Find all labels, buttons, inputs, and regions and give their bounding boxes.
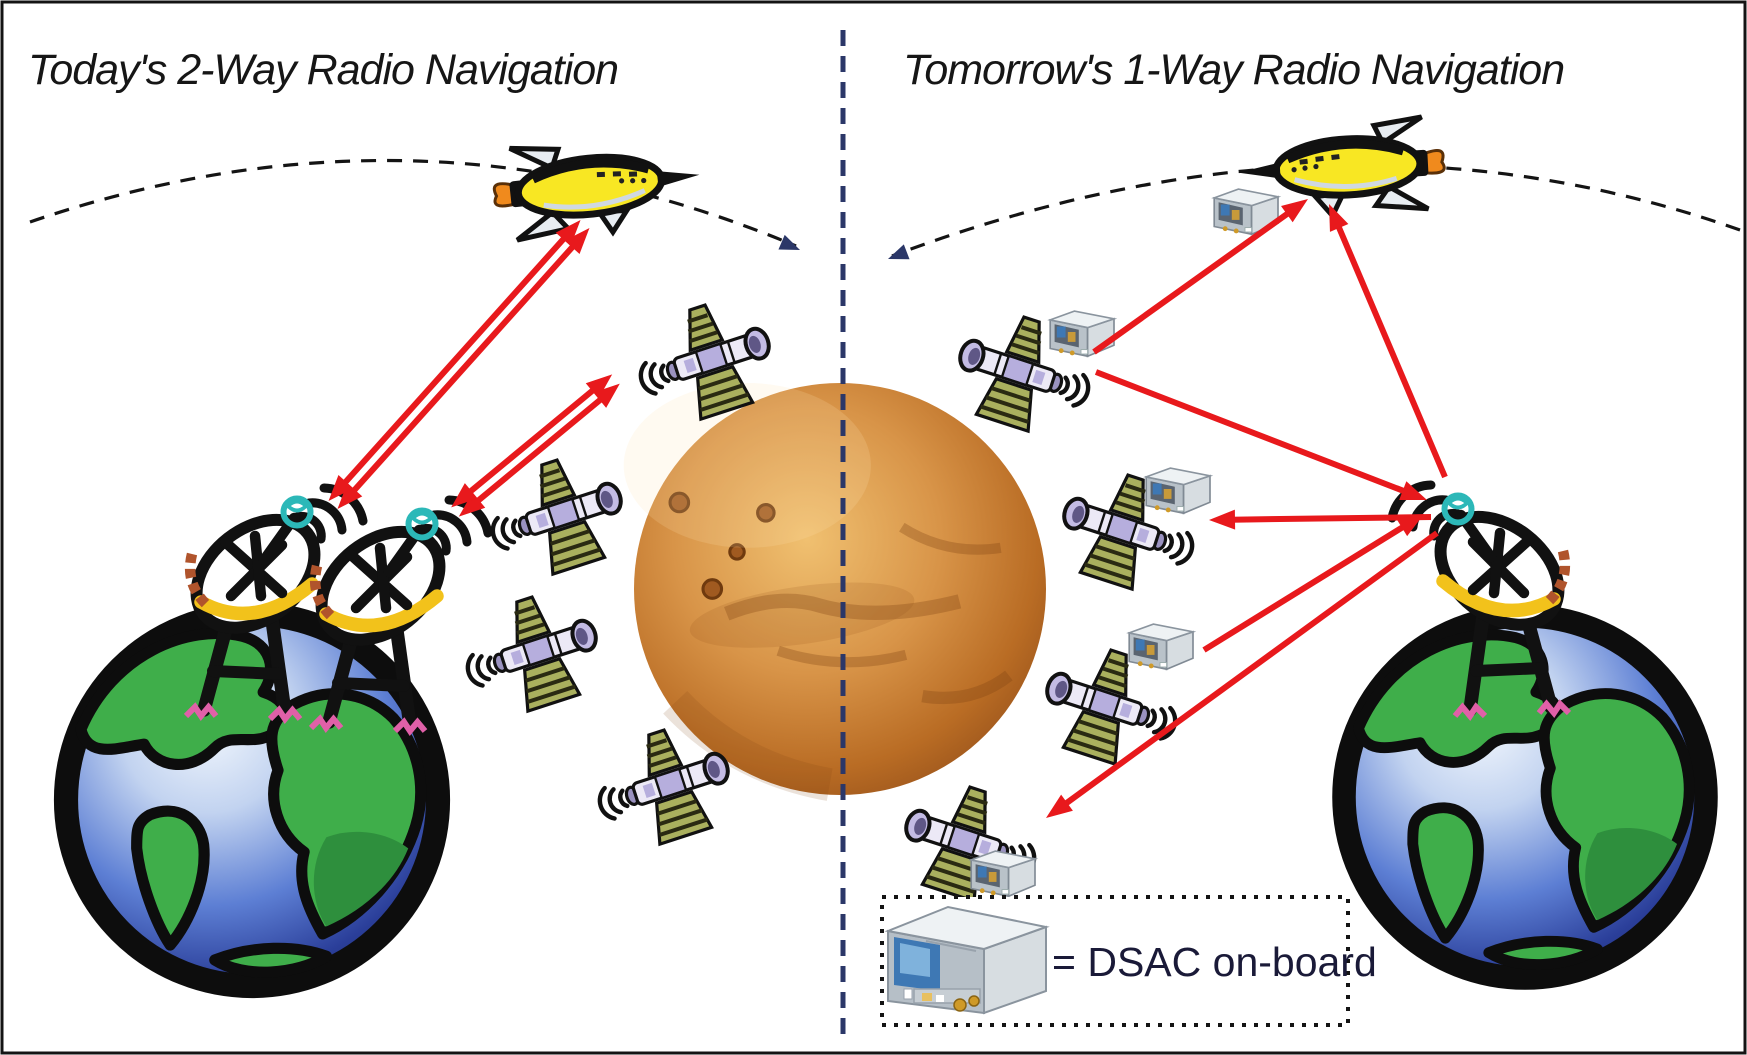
relay-satellite [890, 772, 1049, 915]
one-way-link-line [1334, 223, 1448, 479]
trajectory-arrowhead [888, 244, 910, 260]
one-way-arrowhead [1281, 199, 1308, 223]
two-way-arrowhead [451, 483, 478, 508]
one-way-arrowhead [1329, 204, 1349, 232]
legend-layer [880, 895, 1350, 1027]
radio-links-layer [328, 199, 1448, 818]
relay-satellite [452, 582, 611, 725]
two-way-arrowhead [458, 492, 486, 517]
mars-planet [624, 383, 1046, 795]
one-way-arrowhead [1046, 794, 1073, 818]
one-way-link-line [1092, 209, 1292, 355]
trajectory-arc [29, 158, 797, 248]
one-way-link-line [1094, 369, 1408, 495]
one-way-link-line [1202, 523, 1407, 653]
two-way-arrowhead [328, 474, 354, 501]
two-way-arrowhead [593, 383, 620, 408]
one-way-link-line [1230, 514, 1432, 523]
right-panel-title: Tomorrow's 1-Way Radio Navigation [903, 46, 1564, 94]
dsac-instrument-photo [887, 906, 1047, 1014]
one-way-arrowhead [1399, 481, 1427, 500]
left-panel-title: Today's 2-Way Radio Navigation [28, 46, 618, 94]
legend-label: = DSAC on-board [1052, 939, 1377, 985]
one-way-link-line [1062, 530, 1439, 808]
two-way-link-line [467, 387, 596, 495]
two-way-arrowhead [585, 374, 613, 399]
two-way-arrowhead [337, 482, 363, 510]
dsac-unit-chip [1145, 467, 1211, 515]
mars-layer [624, 383, 1046, 795]
two-way-link-line [351, 243, 576, 494]
two-way-arrowhead [555, 219, 581, 247]
spacecraft-rocket [490, 129, 705, 244]
two-way-link-line [475, 396, 604, 504]
one-way-arrowhead [1396, 514, 1424, 537]
dsac-unit-chip [970, 850, 1036, 898]
dsac-unit-chip [1049, 310, 1115, 358]
two-way-link-line [342, 235, 567, 486]
trajectory-arrowhead [778, 234, 800, 250]
dsac-unit-chip [1128, 623, 1194, 671]
one-way-arrowhead [1209, 509, 1236, 530]
two-way-arrowhead [564, 228, 590, 255]
trajectory-layer [29, 158, 1741, 260]
